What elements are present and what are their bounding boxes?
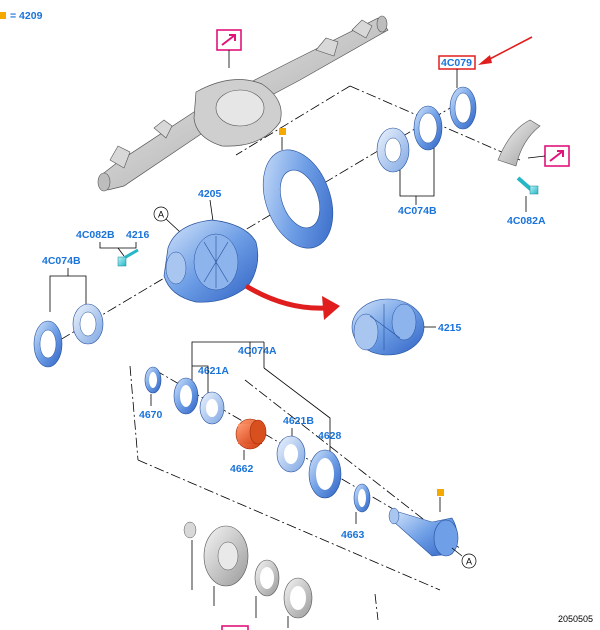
- legend-marker-ring-gear: [279, 128, 286, 135]
- highlight-box-bottom: [221, 625, 249, 630]
- bearing-4c074b-top: [376, 105, 443, 173]
- label-4663[interactable]: 4663: [341, 529, 365, 541]
- ring-gear: [262, 149, 334, 249]
- collapsible-spacer-4662: [235, 418, 267, 450]
- svg-text:A: A: [466, 557, 472, 567]
- bearing-race-4621a: [173, 377, 225, 425]
- red-flow-arrow: [244, 283, 340, 320]
- bearing-4c074b-left: [33, 303, 104, 368]
- label-4621a[interactable]: 4621A: [198, 365, 229, 377]
- svg-text:A: A: [158, 210, 164, 220]
- label-4c074a[interactable]: 4C074A: [238, 345, 277, 357]
- drive-pinion: [388, 507, 459, 557]
- ring-4663: [353, 483, 371, 513]
- pinion-seal: [254, 559, 313, 619]
- label-4c082b[interactable]: 4C082B: [76, 229, 115, 241]
- label-4c079[interactable]: 4C079: [441, 57, 472, 69]
- label-4628[interactable]: 4628: [318, 430, 342, 442]
- legend-text: = 4209: [10, 10, 43, 22]
- highlight-arrow-icon[interactable]: [544, 145, 570, 167]
- label-4c074b-top[interactable]: 4C074B: [398, 205, 437, 217]
- label-4216[interactable]: 4216: [126, 229, 150, 241]
- label-4215[interactable]: 4215: [438, 322, 462, 334]
- legend-marker-icon: [0, 12, 6, 19]
- differential-gears-4215: [351, 298, 425, 356]
- bolt-4c082a: [516, 176, 539, 195]
- callout-a-top: A: [153, 206, 169, 222]
- bearing-cap: [497, 119, 541, 167]
- shim-4c079: [449, 86, 477, 130]
- differential-case-4205: [163, 219, 259, 303]
- label-4c082a[interactable]: 4C082A: [507, 215, 546, 227]
- label-4621b[interactable]: 4621B: [283, 415, 314, 427]
- reference-number: 2050505: [558, 614, 593, 624]
- label-4662[interactable]: 4662: [230, 463, 254, 475]
- callout-a-bottom: A: [461, 553, 477, 569]
- ring-4670: [144, 366, 162, 394]
- red-pointer-arrow: [478, 36, 533, 65]
- bolt-4216: [117, 248, 139, 267]
- pinion-flange: [183, 521, 249, 587]
- race-4628: [308, 449, 342, 499]
- label-4670[interactable]: 4670: [139, 409, 163, 421]
- label-4c074b-left[interactable]: 4C074B: [42, 255, 81, 267]
- highlight-arrow-icon[interactable]: [216, 29, 242, 51]
- legend-marker-pinion: [437, 489, 444, 496]
- axle-housing: [97, 15, 389, 192]
- bearing-4621b: [276, 435, 306, 473]
- label-4205[interactable]: 4205: [198, 188, 222, 200]
